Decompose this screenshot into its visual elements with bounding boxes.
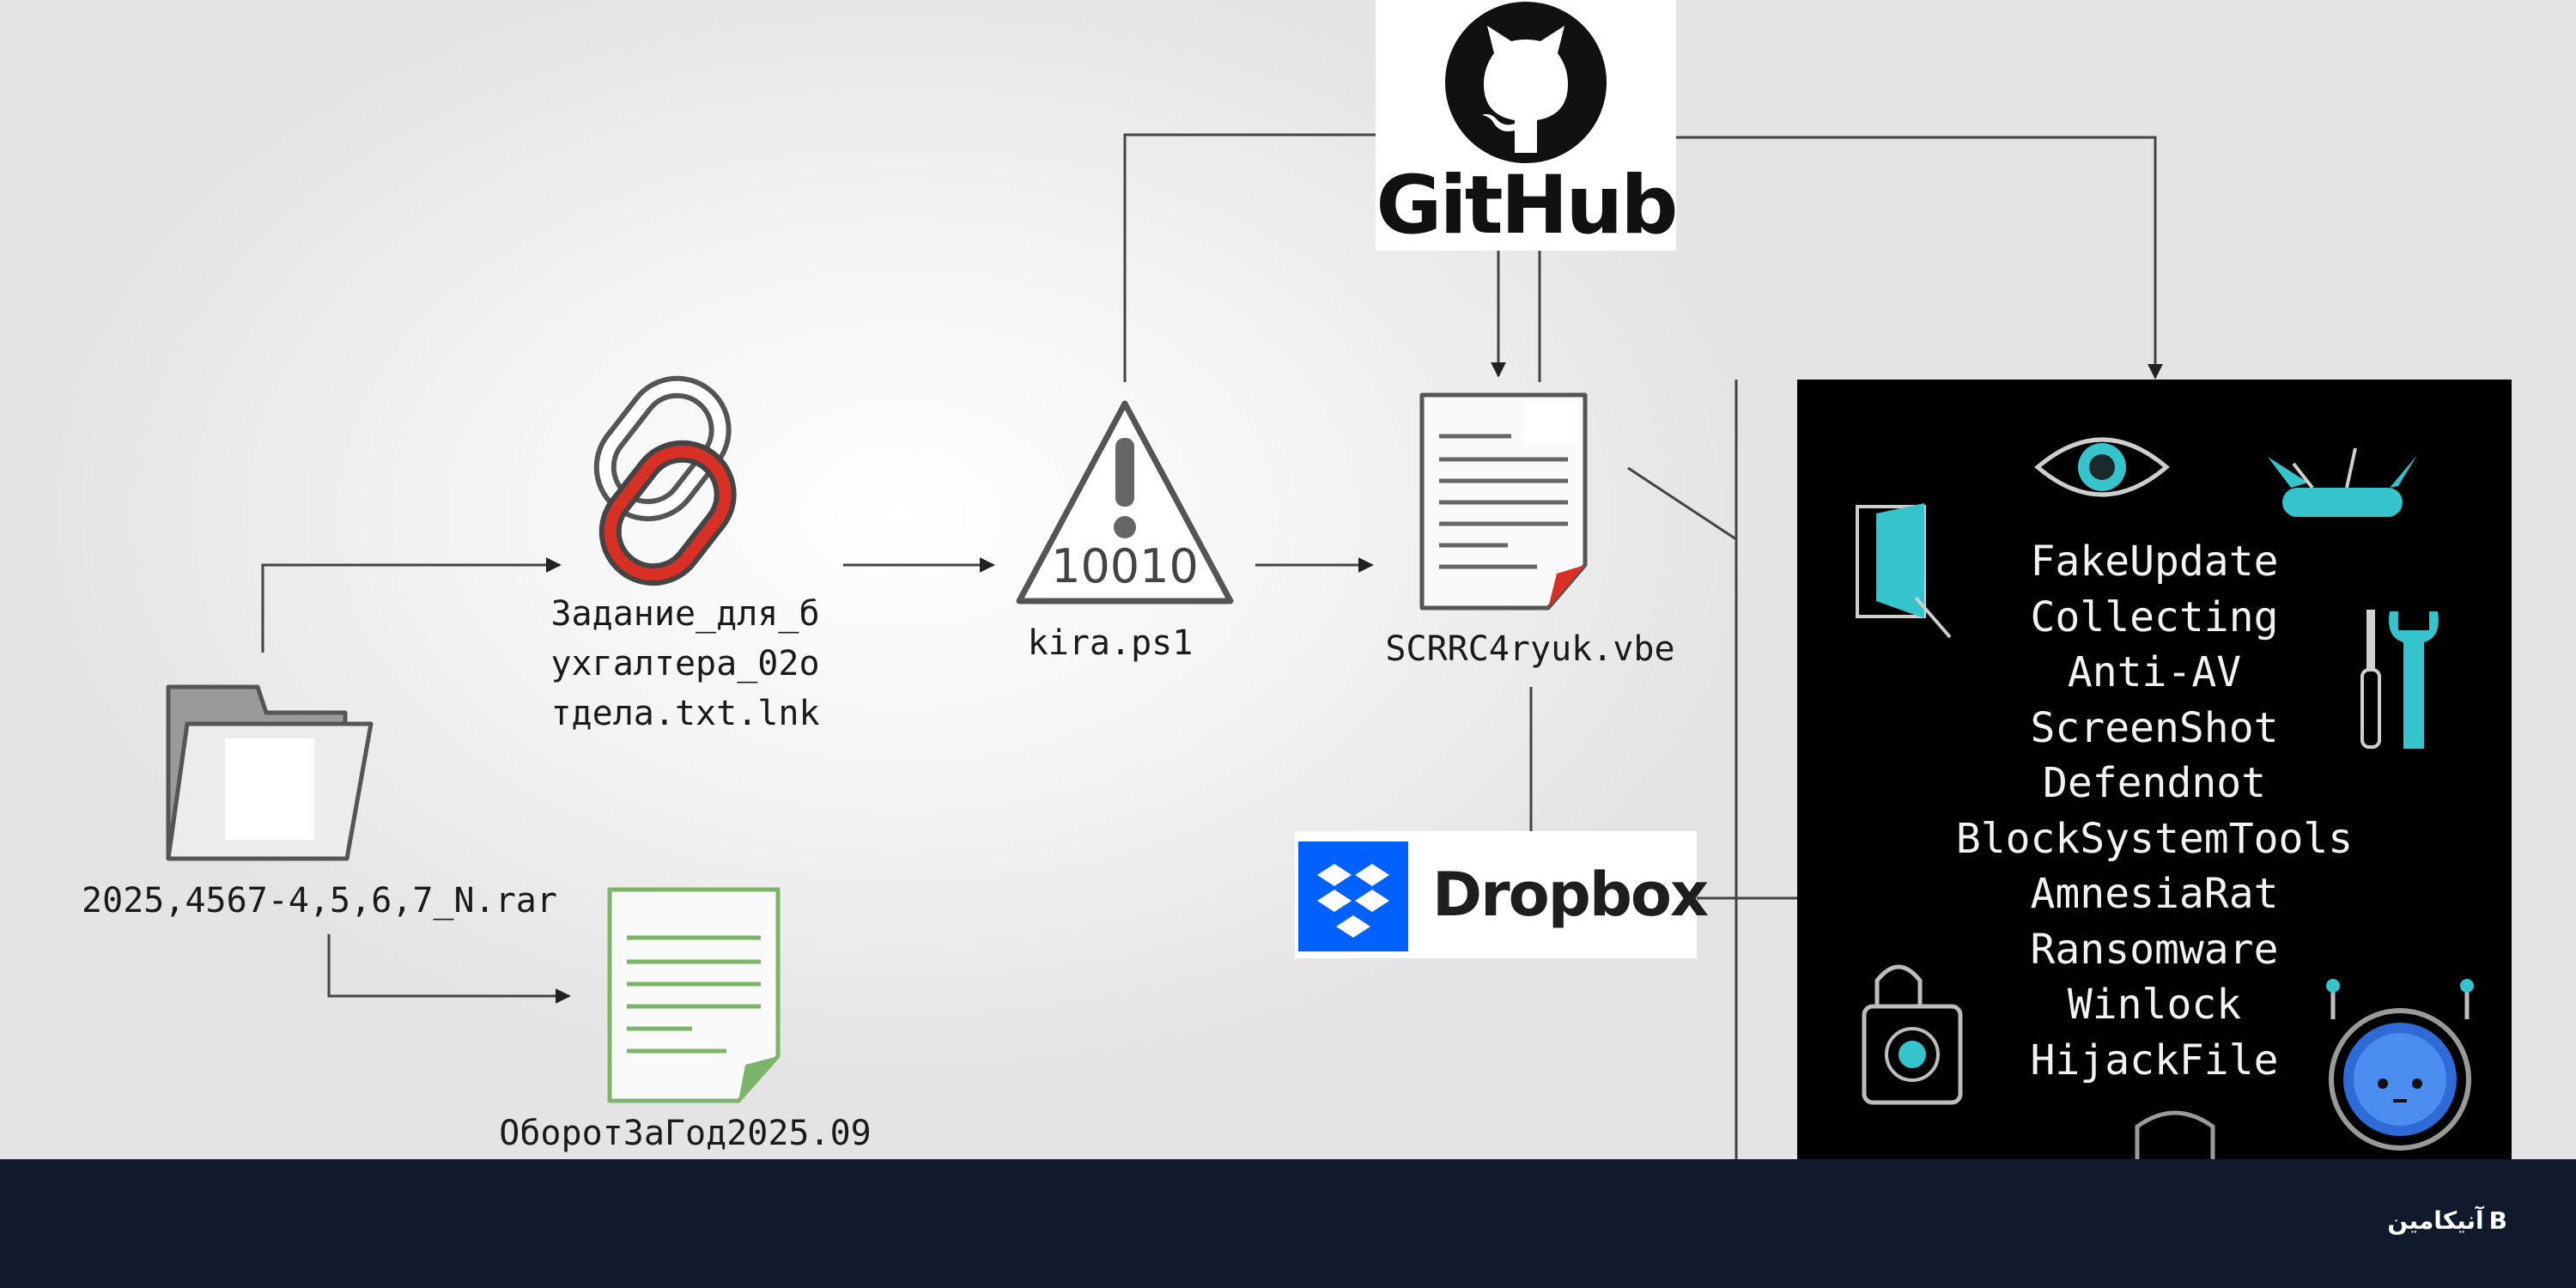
arrow-rar-to-lnk (261, 557, 562, 653)
document-icon (1419, 392, 1588, 611)
payload-module-item: Collecting (2030, 592, 2279, 641)
arrow-rar-to-decoy (327, 934, 571, 1004)
dropbox-logo: Dropbox (1295, 831, 1709, 958)
brand-logo-glyph: B (2488, 1206, 2507, 1235)
flow-diagram: 10010 (166, 133, 2163, 1159)
diagram-canvas: 10010 (0, 0, 2576, 1159)
document-green-icon (607, 887, 781, 1103)
chain-link-icon (593, 375, 737, 586)
decoy-doc-label: ОборотЗаГод2025.09 (499, 1114, 872, 1153)
ps1-file-label: kira.ps1 (1027, 623, 1194, 663)
payload-module-item: FakeUpdate (2030, 538, 2279, 586)
lnk-label-line: ухгалтера_02о (550, 644, 820, 683)
swiss-knife-icon (2268, 447, 2417, 517)
tools-icon (2360, 610, 2439, 749)
payload-module-item: AmnesiaRat (2030, 870, 2279, 918)
brand-name: آنیکامین (2387, 1206, 2484, 1235)
line-ps1-to-github (1123, 133, 1376, 382)
arrow-github-to-panel (1676, 136, 2163, 380)
github-wordmark: GitHub (1376, 159, 1678, 252)
biohazard-lock-icon (1862, 964, 1963, 1105)
dropbox-icon (1298, 841, 1408, 951)
lnk-label-line: тдела.txt.lnk (550, 694, 820, 733)
payload-module-item: HijackFile (2030, 1036, 2279, 1084)
footer-bar: آنیکامین B (0, 1159, 2576, 1288)
github-octocat-icon (1445, 2, 1607, 163)
lnk-file-label: Задание_для_б ухгалтера_02о тдела.txt.ln… (550, 589, 819, 738)
robot-icon (2326, 979, 2474, 1151)
vbe-file-label: SCRRC4ryuk.vbe (1385, 629, 1675, 669)
skull-icon (2135, 1110, 2215, 1159)
folder-icon (166, 684, 374, 861)
payload-module-item: Ransomware (2030, 925, 2279, 974)
payload-module-item: ScreenShot (2030, 703, 2279, 752)
lnk-label-line: Задание_для_б (550, 594, 820, 634)
rar-file-label: 2025,4567-4,5,6,7_N.rar (82, 881, 557, 920)
payload-module-item: BlockSystemTools (1955, 814, 2354, 863)
line-vbe-to-bus (1627, 466, 1737, 541)
payload-module-item: Anti-AV (2067, 648, 2242, 696)
dropbox-wordmark: Dropbox (1432, 860, 1709, 930)
eye-icon (2034, 437, 2170, 497)
payload-module-item: Winlock (2067, 981, 2242, 1029)
warning-triangle-icon: 10010 (1016, 400, 1234, 605)
github-logo: GitHub (1376, 0, 1679, 252)
warning-icon-binary-text: 10010 (1051, 539, 1199, 593)
connector-lines (261, 133, 2163, 1159)
door-icon (1856, 503, 1952, 639)
payload-module-item: Defendnot (2042, 759, 2267, 807)
payload-modules-panel: FakeUpdate Collecting Anti-AV ScreenShot… (1797, 380, 2512, 1159)
panel-icons (1856, 437, 2474, 1159)
payload-module-list: FakeUpdate Collecting Anti-AV ScreenShot… (1797, 534, 2512, 1088)
brand-logo: آنیکامین B (2387, 1204, 2507, 1238)
